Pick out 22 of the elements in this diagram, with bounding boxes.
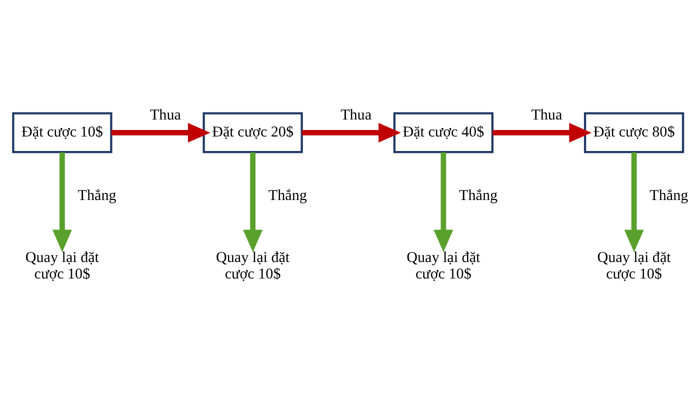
node-box: Đặt cược 10$ (12, 112, 112, 154)
edge-label: Thua (150, 107, 181, 124)
arrow (243, 152, 263, 252)
edge-label: Thua (531, 107, 562, 124)
node-box: Đặt cược 80$ (584, 112, 684, 154)
arrow (302, 122, 401, 142)
edge-label: Thắng (268, 188, 307, 204)
edge-label: Thắng (650, 188, 688, 204)
node-text: Quay lại đặt cược 10$ (406, 250, 480, 282)
arrow (52, 152, 72, 252)
edge-label: Thắng (459, 188, 498, 204)
node-text: Quay lại đặt cược 10$ (597, 250, 671, 282)
arrow (492, 122, 592, 142)
node-box: Đặt cược 40$ (393, 112, 494, 154)
node-text: Quay lại đặt cược 10$ (25, 250, 100, 282)
arrow (624, 152, 644, 252)
node-box: Đặt cược 20$ (202, 112, 303, 154)
edge-label: Thắng (78, 188, 116, 204)
node-text: Quay lại đặt cược 10$ (216, 250, 290, 282)
edge-label: Thua (340, 107, 372, 124)
arrow (111, 122, 210, 142)
arrow (434, 152, 454, 252)
